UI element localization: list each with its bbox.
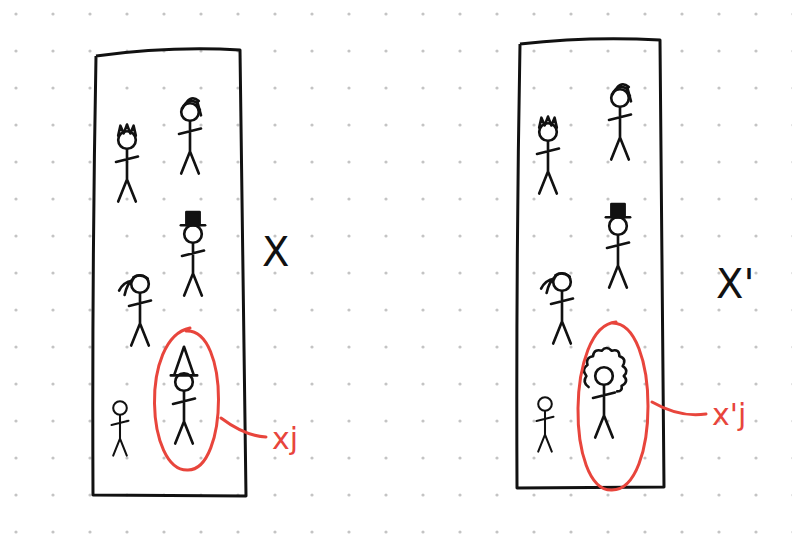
stick-figure xyxy=(171,347,197,444)
stick-figure xyxy=(584,348,626,438)
highlight-circle xyxy=(154,328,218,470)
stick-figure xyxy=(119,275,151,345)
leader-line xyxy=(652,402,706,415)
set-label: X' xyxy=(716,264,754,304)
stick-figure xyxy=(537,397,554,451)
stick-figure xyxy=(181,212,205,296)
stick-figure xyxy=(606,204,630,288)
highlight-circle xyxy=(578,322,648,490)
stick-figure xyxy=(537,117,559,194)
set-label: X xyxy=(262,232,289,272)
set-box xyxy=(517,39,664,488)
stick-figure xyxy=(116,125,138,202)
leader-line xyxy=(221,418,266,437)
stick-figure xyxy=(609,85,631,160)
set-box xyxy=(93,49,246,496)
element-label: x'j xyxy=(712,400,746,430)
stick-figure xyxy=(179,99,201,174)
element-label: xj xyxy=(272,424,298,454)
stick-figure xyxy=(112,401,129,455)
stick-figure xyxy=(541,273,573,343)
